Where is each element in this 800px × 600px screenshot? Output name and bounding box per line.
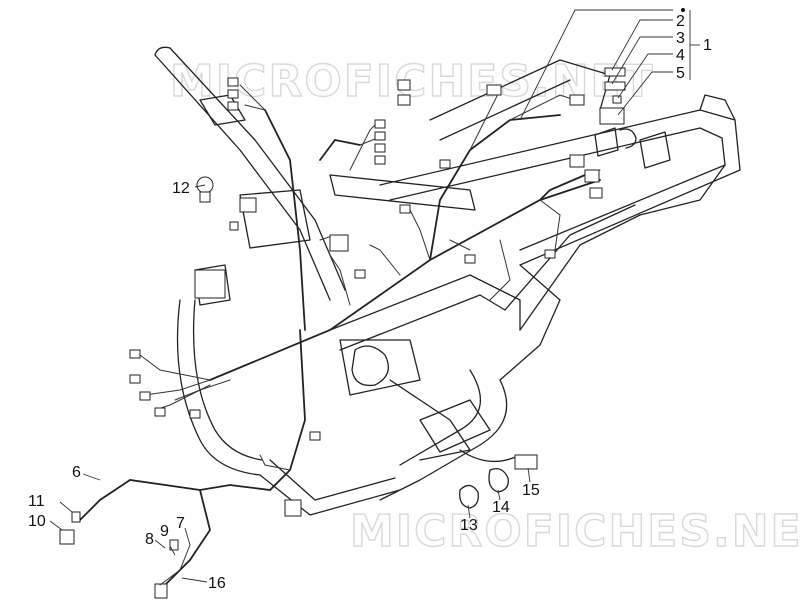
callout-1: 1 — [703, 37, 712, 54]
scooter-frame — [154, 46, 741, 516]
callout-13: 13 — [460, 517, 478, 534]
callout-labels: 2 3 4 5 1 12 6 11 10 7 8 9 16 13 14 15 — [28, 8, 712, 592]
callout-3: 3 — [676, 30, 685, 47]
callout-6: 6 — [72, 464, 81, 481]
callout-7: 7 — [176, 515, 185, 532]
callout-14: 14 — [492, 499, 510, 516]
callout-dot — [681, 8, 685, 12]
callout-11: 11 — [28, 493, 45, 510]
callout-16: 16 — [208, 575, 226, 592]
main-wiring-harness — [79, 84, 601, 591]
callout-12: 12 — [172, 180, 190, 197]
callout-leaders — [49, 9, 700, 583]
callout-4: 4 — [676, 47, 685, 64]
callout-8: 8 — [145, 531, 154, 548]
callout-15: 15 — [522, 482, 540, 499]
callout-10: 10 — [28, 513, 46, 530]
callout-9: 9 — [160, 523, 169, 540]
watermark-bottom: MICROFICHES.NET — [350, 506, 800, 557]
callout-2: 2 — [676, 13, 685, 30]
connectors — [59, 67, 637, 599]
callout-5: 5 — [676, 65, 685, 82]
